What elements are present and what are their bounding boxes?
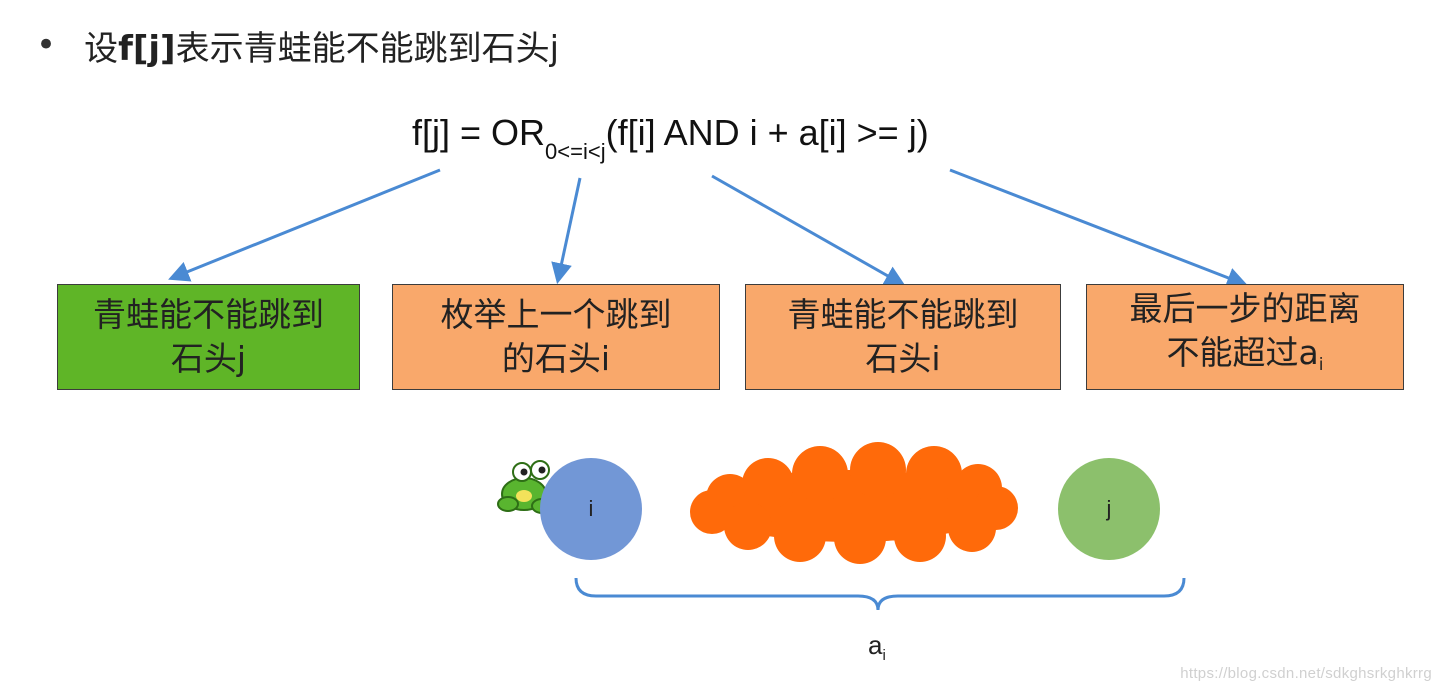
- box-enumerate-i: 枚举上一个跳到的石头i: [392, 284, 720, 390]
- arrow-ai: [950, 170, 1244, 284]
- curly-brace: [576, 578, 1184, 610]
- box-last-step-distance: 最后一步的距离不能超过ai: [1086, 284, 1404, 390]
- watermark: https://blog.csdn.net/sdkghsrkghkrrg: [1180, 665, 1432, 682]
- arrow-fj: [172, 170, 440, 278]
- box-frog-reach-i: 青蛙能不能跳到石头i: [745, 284, 1061, 390]
- box-frog-reach-j: 青蛙能不能跳到石头j: [57, 284, 360, 390]
- brace-label: ai: [868, 630, 886, 664]
- arrow-subscript: [558, 178, 580, 280]
- cloud-shape: [690, 442, 1018, 564]
- stone-i: i: [540, 458, 642, 560]
- arrow-fi: [712, 176, 902, 284]
- stone-j: j: [1058, 458, 1160, 560]
